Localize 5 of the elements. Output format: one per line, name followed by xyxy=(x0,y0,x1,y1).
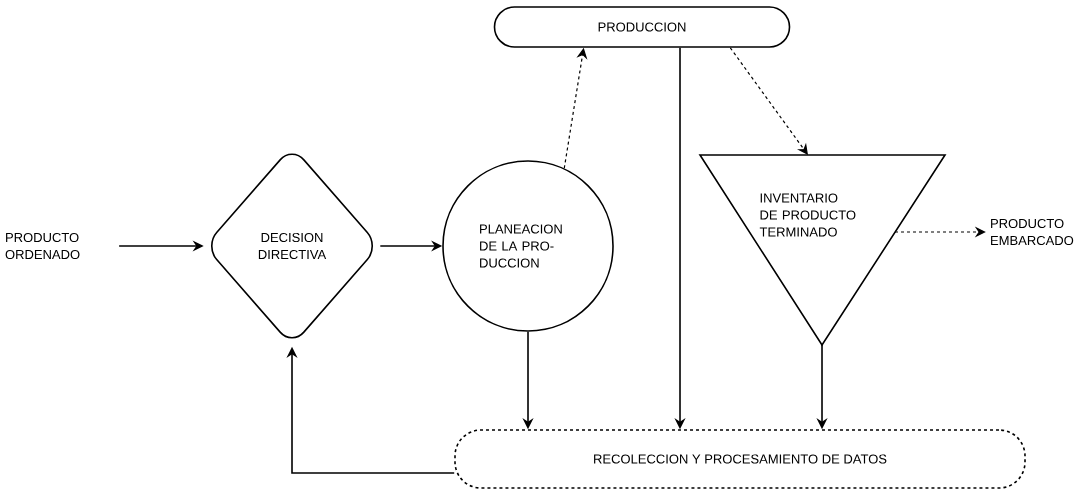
data-box: RECOLECCION Y PROCESAMIENTO DE DATOS xyxy=(454,429,1026,489)
process-box: PRODUCCION xyxy=(493,6,791,48)
arrow xyxy=(729,47,808,155)
output-label: PRODUCTO EMBARCADO xyxy=(991,218,1074,246)
input-label: PRODUCTO ORDENADO xyxy=(5,232,80,260)
